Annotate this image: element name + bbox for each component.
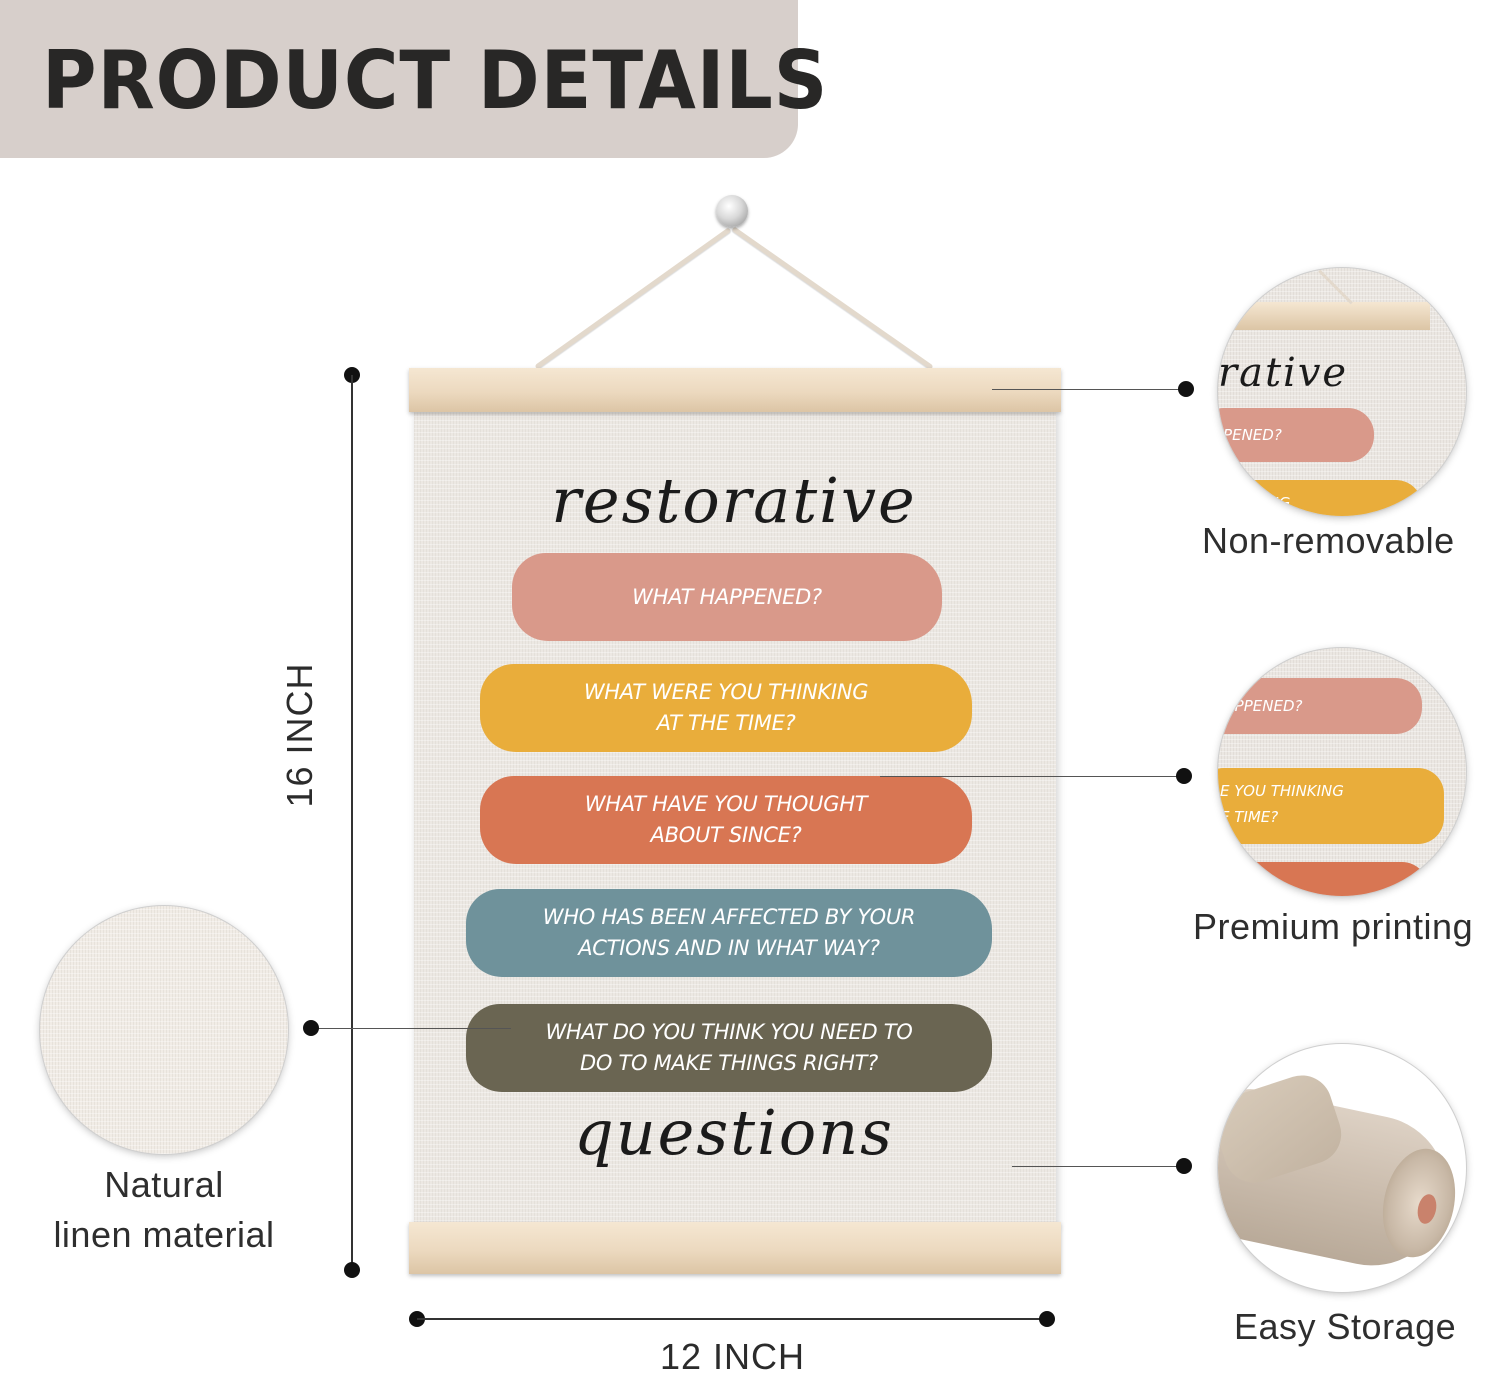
wooden-top-hanger	[409, 368, 1061, 412]
leader-line-easy-storage	[1012, 1166, 1184, 1167]
width-dimension-right-dot	[1039, 1311, 1055, 1327]
leader-dot-natural-linen	[303, 1020, 319, 1036]
feature-label-premium-printing: Premium printing	[1193, 906, 1474, 947]
detail-circle-easy-storage	[1218, 1044, 1466, 1292]
hanging-rope-right	[731, 226, 934, 370]
leader-line-natural-linen	[311, 1028, 511, 1029]
wooden-bottom-hanger	[409, 1222, 1061, 1274]
width-dimension-line	[417, 1318, 1047, 1320]
question-pill-3: WHAT HAVE YOU THOUGHT ABOUT SINCE?	[480, 776, 972, 864]
crop-pill-1: IAPPENED?	[1218, 678, 1422, 734]
hanging-rope-left	[534, 227, 732, 370]
feature-label-easy-storage: Easy Storage	[1234, 1306, 1457, 1347]
crop-rope	[1318, 269, 1353, 305]
crop-pill-1: PPENED?	[1218, 408, 1374, 462]
feature-label-natural-line1: Natural	[104, 1164, 224, 1205]
header-tab: PRODUCT DETAILS	[0, 0, 827, 158]
leader-dot-non-removable	[1178, 381, 1194, 397]
height-dimension-bottom-dot	[344, 1262, 360, 1278]
height-dimension-line	[351, 375, 353, 1270]
height-dimension-label: 16 INCH	[279, 662, 320, 808]
question-pill-4: WHO HAS BEEN AFFECTED BY YOUR ACTIONS AN…	[466, 889, 992, 977]
poster-title-top: restorative	[551, 464, 917, 537]
feature-label-non-removable: Non-removable	[1202, 520, 1455, 561]
poster-title-bottom: questions	[574, 1096, 894, 1169]
crop-wooden-bar	[1218, 302, 1430, 330]
leader-dot-premium-printing	[1176, 768, 1192, 784]
detail-circle-non-removable: rative PPENED? NKING	[1218, 268, 1466, 516]
question-pill-5: WHAT DO YOU THINK YOU NEED TO DO TO MAKE…	[466, 1004, 992, 1092]
width-dimension-label: 12 INCH	[660, 1336, 806, 1377]
wall-nail-icon	[716, 195, 748, 227]
question-pill-1: WHAT HAPPENED?	[512, 553, 942, 641]
question-pill-2: WHAT WERE YOU THINKING AT THE TIME?	[480, 664, 972, 752]
crop-pill-3	[1218, 862, 1428, 896]
page-title: PRODUCT DETAILS	[42, 34, 829, 127]
leader-dot-easy-storage	[1176, 1158, 1192, 1174]
feature-label-natural-line2: linen material	[53, 1214, 275, 1255]
leader-line-premium-printing	[880, 776, 1184, 777]
detail-circle-premium-printing: IAPPENED? E YOU THINKING E TIME?	[1218, 648, 1466, 896]
crop-pill-2: NKING	[1218, 480, 1422, 516]
leader-line-non-removable	[992, 389, 1186, 390]
crop-pill-2-line2: E TIME?	[1220, 808, 1279, 826]
crop-pill-2: E YOU THINKING E TIME?	[1218, 768, 1444, 844]
detail-circle-natural-linen	[40, 906, 288, 1154]
crop-title-text: rative	[1218, 350, 1349, 396]
crop-pill-2-line1: E YOU THINKING	[1220, 782, 1344, 800]
